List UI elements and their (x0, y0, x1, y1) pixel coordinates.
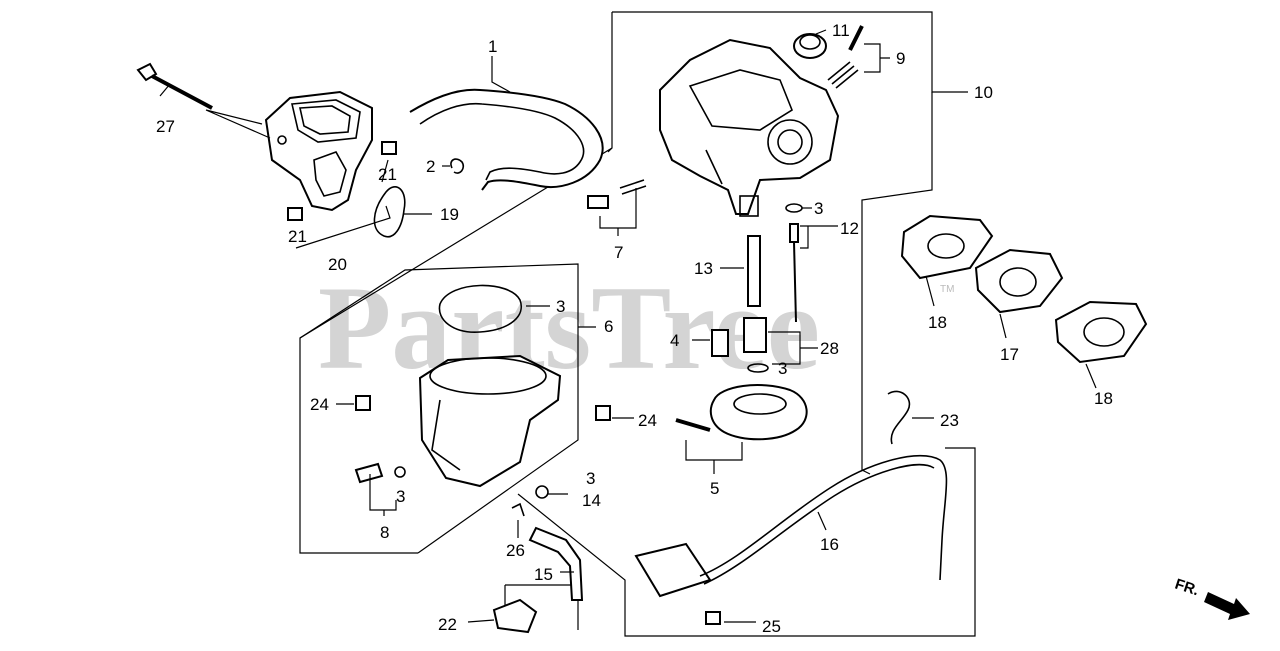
part-21-nuts (287, 141, 397, 221)
callout-7: 7 (614, 243, 623, 262)
callout-3: 3 (778, 359, 787, 378)
part-11-cap (793, 33, 827, 59)
callout-18: 18 (928, 313, 947, 332)
callout-25: 25 (762, 617, 781, 636)
callout-3: 3 (396, 487, 405, 506)
callout-15: 15 (534, 565, 553, 584)
part-3-oring-12 (785, 203, 803, 213)
part-2-clip (450, 158, 465, 174)
callout-3: 3 (586, 469, 595, 488)
callout-3: 3 (814, 199, 823, 218)
callout-17: 17 (1000, 345, 1019, 364)
callout-21: 21 (288, 227, 307, 246)
callout-22: 22 (438, 615, 457, 634)
part-8-screw (354, 462, 406, 484)
part-13-jet (747, 235, 761, 307)
callout-12: 12 (840, 219, 859, 238)
part-15-tube (528, 526, 584, 601)
part-23-clip (887, 390, 911, 445)
part-9-screw-spring (827, 25, 864, 89)
callout-1: 1 (488, 37, 497, 56)
trademark-mark: TM (940, 284, 954, 295)
part-14-washer (535, 485, 549, 499)
part-6-float-bowl (418, 354, 562, 488)
callout-8: 8 (380, 523, 389, 542)
carburetor-body (659, 38, 840, 217)
part-5-float (675, 384, 808, 441)
frame-lines (299, 11, 976, 637)
callout-21: 21 (378, 165, 397, 184)
part-20-intake-housing (264, 90, 373, 212)
callout-10: 10 (974, 83, 993, 102)
front-direction-indicator: FR. (1173, 576, 1250, 620)
part-18-gasket-a (900, 214, 994, 280)
callout-9: 9 (896, 49, 905, 68)
callout-labels: 1 2 3 3 3 3 3 4 5 6 7 8 9 10 11 12 13 14… (156, 21, 1113, 636)
part-7-screw (587, 179, 647, 209)
callout-5: 5 (710, 479, 719, 498)
part-19-gasket (373, 186, 406, 238)
arrow-right-icon (1204, 592, 1250, 620)
callout-6: 6 (604, 317, 613, 336)
part-22-clamp (492, 598, 538, 634)
callout-26: 26 (506, 541, 525, 560)
part-24-screws (355, 395, 611, 421)
callout-28: 28 (820, 339, 839, 358)
callout-16: 16 (820, 535, 839, 554)
callout-24: 24 (638, 411, 657, 430)
part-1-fuel-hose (409, 88, 604, 191)
callout-2: 2 (426, 157, 435, 176)
part-12-needle (789, 223, 799, 323)
part-27-bolt (136, 62, 213, 110)
part-28-valve (743, 317, 769, 373)
part-4-jet (711, 329, 729, 357)
callout-4: 4 (670, 331, 679, 350)
watermark-text: PartsTree (318, 261, 820, 394)
callout-13: 13 (694, 259, 713, 278)
callout-19: 19 (440, 205, 459, 224)
callout-18: 18 (1094, 389, 1113, 408)
part-16-solenoid (634, 454, 948, 598)
callout-24: 24 (310, 395, 329, 414)
part-25-screw (705, 611, 721, 625)
callout-14: 14 (582, 491, 601, 510)
callout-23: 23 (940, 411, 959, 430)
callout-20: 20 (328, 255, 347, 274)
part-18-gasket-b (1054, 300, 1148, 364)
part-3-gasket-bowl (438, 284, 522, 333)
callout-27: 27 (156, 117, 175, 136)
front-direction-label: FR. (1173, 576, 1201, 600)
leader-lines (159, 29, 1097, 623)
part-26-clip (511, 502, 525, 517)
callout-3: 3 (556, 297, 565, 316)
part-17-gasket (974, 248, 1064, 314)
callout-11: 11 (832, 21, 850, 40)
